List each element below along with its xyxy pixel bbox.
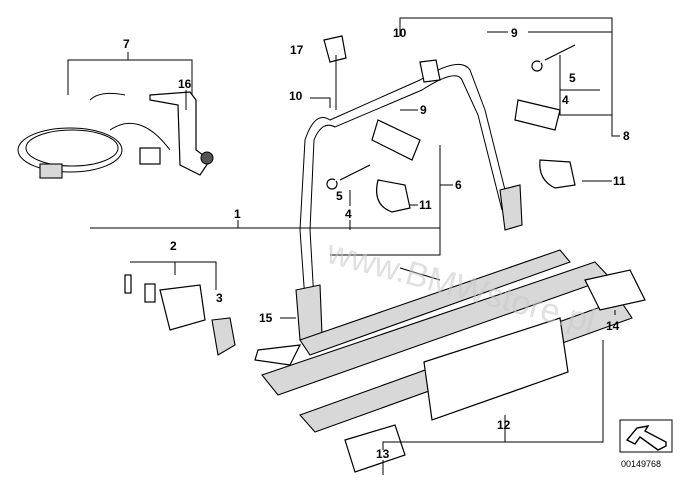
callout-2: 2 bbox=[170, 239, 177, 253]
callout-4: 4 bbox=[345, 207, 352, 221]
callout-8: 8 bbox=[623, 129, 630, 143]
lock-cover bbox=[211, 317, 236, 356]
callout-15: 15 bbox=[259, 311, 273, 325]
callout-5: 5 bbox=[569, 71, 576, 85]
callout-5: 5 bbox=[336, 189, 343, 203]
callout-17: 17 bbox=[290, 43, 304, 57]
callout-14: 14 bbox=[606, 319, 620, 333]
callout-3: 3 bbox=[216, 291, 223, 305]
strap bbox=[539, 159, 576, 189]
callout-10: 10 bbox=[289, 89, 303, 103]
carrier-frame bbox=[295, 35, 561, 341]
rails bbox=[254, 249, 646, 473]
wiring-harness bbox=[17, 92, 171, 179]
strap bbox=[376, 179, 411, 213]
tension-cable bbox=[399, 267, 441, 281]
image-code: 00149768 bbox=[621, 459, 661, 469]
key bbox=[326, 164, 371, 190]
callout-13: 13 bbox=[376, 447, 390, 461]
callout-11: 11 bbox=[613, 174, 626, 188]
callout-16: 16 bbox=[178, 77, 192, 91]
callout-7: 7 bbox=[123, 37, 130, 51]
callout-9: 9 bbox=[511, 26, 518, 40]
screw bbox=[124, 274, 132, 294]
callout-10: 10 bbox=[393, 26, 407, 40]
callout-11: 11 bbox=[419, 198, 432, 212]
lock-housing bbox=[159, 284, 206, 331]
leader-lines bbox=[67, 17, 620, 475]
callout-1: 1 bbox=[234, 207, 241, 221]
plate bbox=[144, 283, 156, 303]
callout-9: 9 bbox=[420, 103, 427, 117]
diagram-reference-icon bbox=[619, 419, 673, 453]
callout-12: 12 bbox=[497, 418, 511, 432]
callout-4: 4 bbox=[562, 93, 569, 107]
mounting-bracket bbox=[149, 91, 214, 176]
callout-6: 6 bbox=[455, 178, 462, 192]
key bbox=[531, 44, 576, 72]
